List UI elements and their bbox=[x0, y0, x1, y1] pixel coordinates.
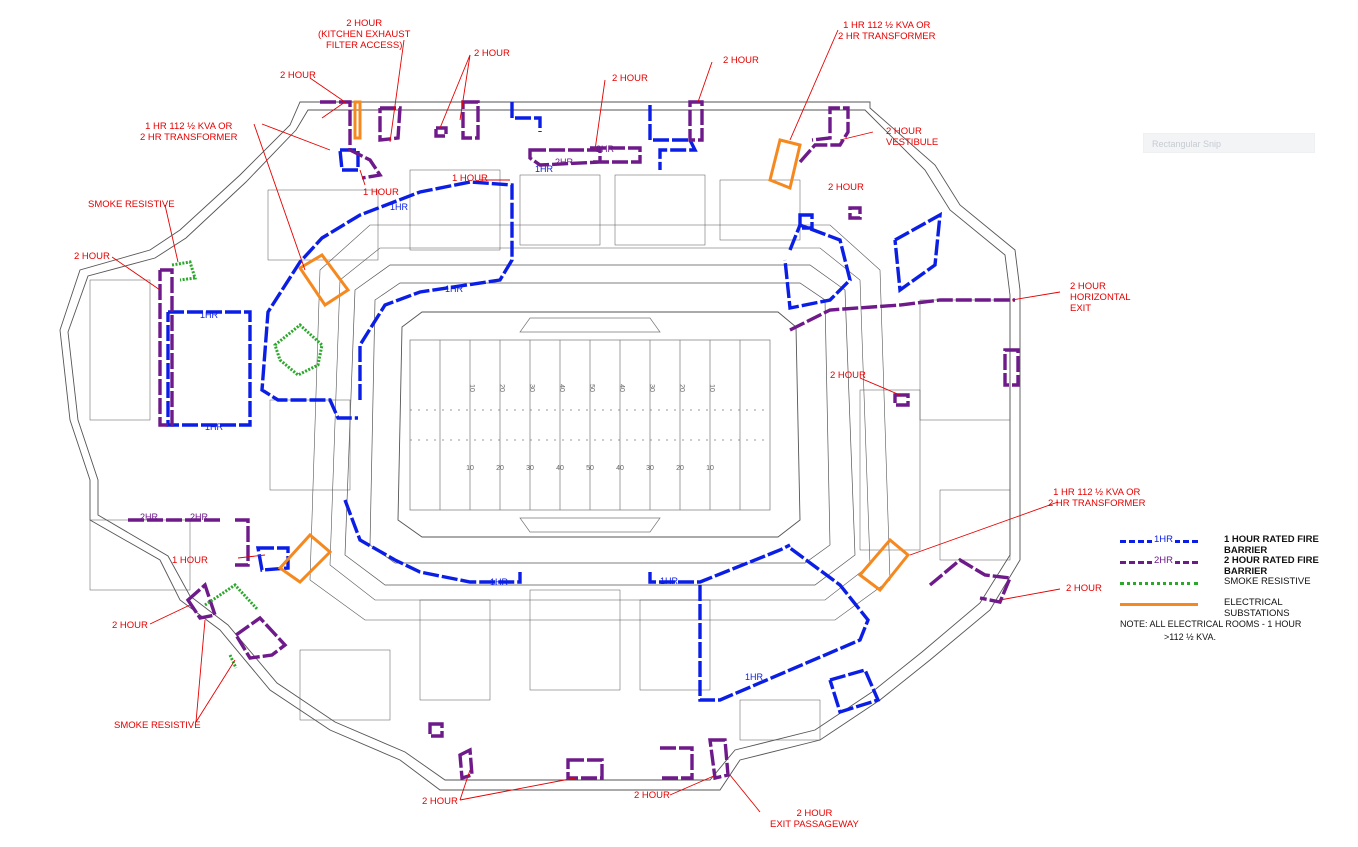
one-hour-tag: 1HR bbox=[445, 284, 464, 294]
electrical-substation bbox=[768, 138, 802, 191]
field-number-upper: 30 bbox=[528, 384, 535, 392]
callout-2-hour: 2 HOUR bbox=[634, 790, 670, 801]
callout-2-hour: 2 HOUR bbox=[112, 620, 148, 631]
two-hour-barrier-west-lower bbox=[128, 518, 250, 567]
one-hour-tag: 1HR bbox=[535, 164, 554, 174]
one-hour-barrier-south-arc bbox=[343, 499, 791, 584]
field-number-upper: 10 bbox=[468, 384, 475, 392]
legend-swatch-substation bbox=[1120, 603, 1198, 606]
field-number-upper: 20 bbox=[678, 384, 685, 392]
two-hour-tag: 2HR bbox=[140, 512, 159, 522]
callout-smoke-resistive: SMOKE RESISTIVE bbox=[114, 720, 201, 731]
legend-swatch-smoke bbox=[1120, 582, 1198, 585]
one-hour-barrier-bottom-east bbox=[828, 667, 881, 715]
callout-smoke-resistive: SMOKE RESISTIVE bbox=[88, 199, 175, 210]
field-number-upper: 20 bbox=[498, 384, 505, 392]
field-number-lower: 30 bbox=[646, 465, 654, 472]
legend-label: SMOKE RESISTIVE bbox=[1224, 576, 1311, 587]
electrical-substation bbox=[297, 253, 351, 308]
one-hour-barrier-southeast bbox=[698, 546, 870, 702]
callout-1-hour: 1 HOUR bbox=[452, 173, 488, 184]
smoke-resistive-north bbox=[171, 260, 197, 282]
electrical-substation bbox=[277, 532, 333, 584]
two-hour-barrier-east-wall bbox=[893, 348, 1020, 407]
callout-2-hour: 2 HOUR bbox=[280, 70, 316, 81]
callout-2-hour: 2 HOUR bbox=[74, 251, 110, 262]
two-hour-barrier-top-center bbox=[528, 146, 642, 167]
field-number-lower: 20 bbox=[496, 465, 504, 472]
two-hour-barrier-southwest bbox=[185, 582, 288, 660]
callout-2-hour: 2 HOUR bbox=[422, 796, 458, 807]
one-hour-barrier-north-arc bbox=[260, 180, 514, 420]
one-hour-barrier-west-block bbox=[166, 310, 252, 427]
one-hour-tag: 1HR bbox=[200, 310, 219, 320]
callout-2-hour: 2 HOUR bbox=[474, 48, 510, 59]
field-number-lower: 20 bbox=[676, 465, 684, 472]
callout-1-hour: 1 HOUR bbox=[363, 187, 399, 198]
one-hour-tag: 1HR bbox=[490, 577, 509, 587]
one-hour-tag: 1HR bbox=[745, 672, 764, 682]
legend-item-substation: ELECTRICAL SUBSTATIONS bbox=[1120, 595, 1350, 619]
legend-tag: 1HR bbox=[1152, 534, 1176, 545]
field-number-upper: 40 bbox=[618, 384, 625, 392]
one-hour-barrier-top bbox=[510, 102, 698, 170]
two-hour-barrier-vestibule bbox=[848, 206, 862, 220]
callout-2-hour: 2 HOUR bbox=[1066, 583, 1102, 594]
two-hour-tag: 2HR bbox=[596, 144, 615, 154]
two-hour-barrier-east-horizontal bbox=[789, 298, 1015, 332]
legend-label: 2 HOUR RATED FIRE BARRIER bbox=[1224, 555, 1319, 577]
legend: 1HR 1 HOUR RATED FIRE BARRIER 2HR 2 HOUR… bbox=[1120, 532, 1350, 619]
callout-2-hour: 2 HOUR bbox=[612, 73, 648, 84]
smoke-resistive-southwest bbox=[204, 583, 260, 669]
one-hour-tag: 1HR bbox=[205, 422, 224, 432]
one-hour-tag: 1HR bbox=[390, 202, 409, 212]
one-hour-tag: 1HR bbox=[660, 576, 679, 586]
legend-tag: 2HR bbox=[1152, 555, 1176, 566]
electrical-note: NOTE: ALL ELECTRICAL ROOMS - 1 HOUR >112… bbox=[1120, 619, 1302, 642]
two-hour-barrier-top-right bbox=[688, 100, 850, 164]
callout-1-hour: 1 HOUR bbox=[172, 555, 208, 566]
callout-2-hour: 2 HOUR bbox=[723, 55, 759, 66]
two-hour-tag: 2HR bbox=[555, 157, 574, 167]
two-hour-barrier-southeast bbox=[928, 557, 1013, 604]
smoke-resistive-core bbox=[273, 323, 324, 377]
building-outline bbox=[59, 101, 1021, 791]
field-number-lower: 50 bbox=[586, 465, 594, 472]
callout-2-hour: 2 HOUR bbox=[828, 182, 864, 193]
two-hour-barrier-west bbox=[158, 268, 174, 427]
field-number-upper: 50 bbox=[588, 384, 595, 392]
two-hour-tag: 2HR bbox=[190, 512, 209, 522]
legend-item-one-hour: 1HR 1 HOUR RATED FIRE BARRIER bbox=[1120, 532, 1350, 556]
callout-2-hour: 2 HOUR bbox=[830, 370, 866, 381]
football-field bbox=[409, 317, 771, 533]
field-number-lower: 10 bbox=[466, 465, 474, 472]
electrical-substation bbox=[353, 100, 362, 140]
field-number-upper: 40 bbox=[558, 384, 565, 392]
field-number-lower: 40 bbox=[556, 465, 564, 472]
field-number-lower: 40 bbox=[616, 465, 624, 472]
legend-item-two-hour: 2HR 2 HOUR RATED FIRE BARRIER bbox=[1120, 553, 1350, 577]
legend-label: 1 HOUR RATED FIRE BARRIER bbox=[1224, 534, 1319, 556]
electrical-substation bbox=[857, 537, 911, 593]
field-number-upper: 30 bbox=[648, 384, 655, 392]
legend-item-smoke: SMOKE RESISTIVE bbox=[1120, 574, 1350, 595]
legend-label: ELECTRICAL SUBSTATIONS bbox=[1224, 597, 1290, 619]
field-number-upper: 10 bbox=[708, 384, 715, 392]
field-number-lower: 10 bbox=[706, 465, 714, 472]
two-hour-barrier-bottom bbox=[428, 722, 730, 781]
rectangular-snip-overlay[interactable]: Rectangular Snip bbox=[1143, 133, 1315, 153]
field-number-lower: 30 bbox=[526, 465, 534, 472]
one-hour-barrier-small bbox=[255, 148, 814, 572]
two-hour-barrier-top-left bbox=[320, 100, 480, 180]
